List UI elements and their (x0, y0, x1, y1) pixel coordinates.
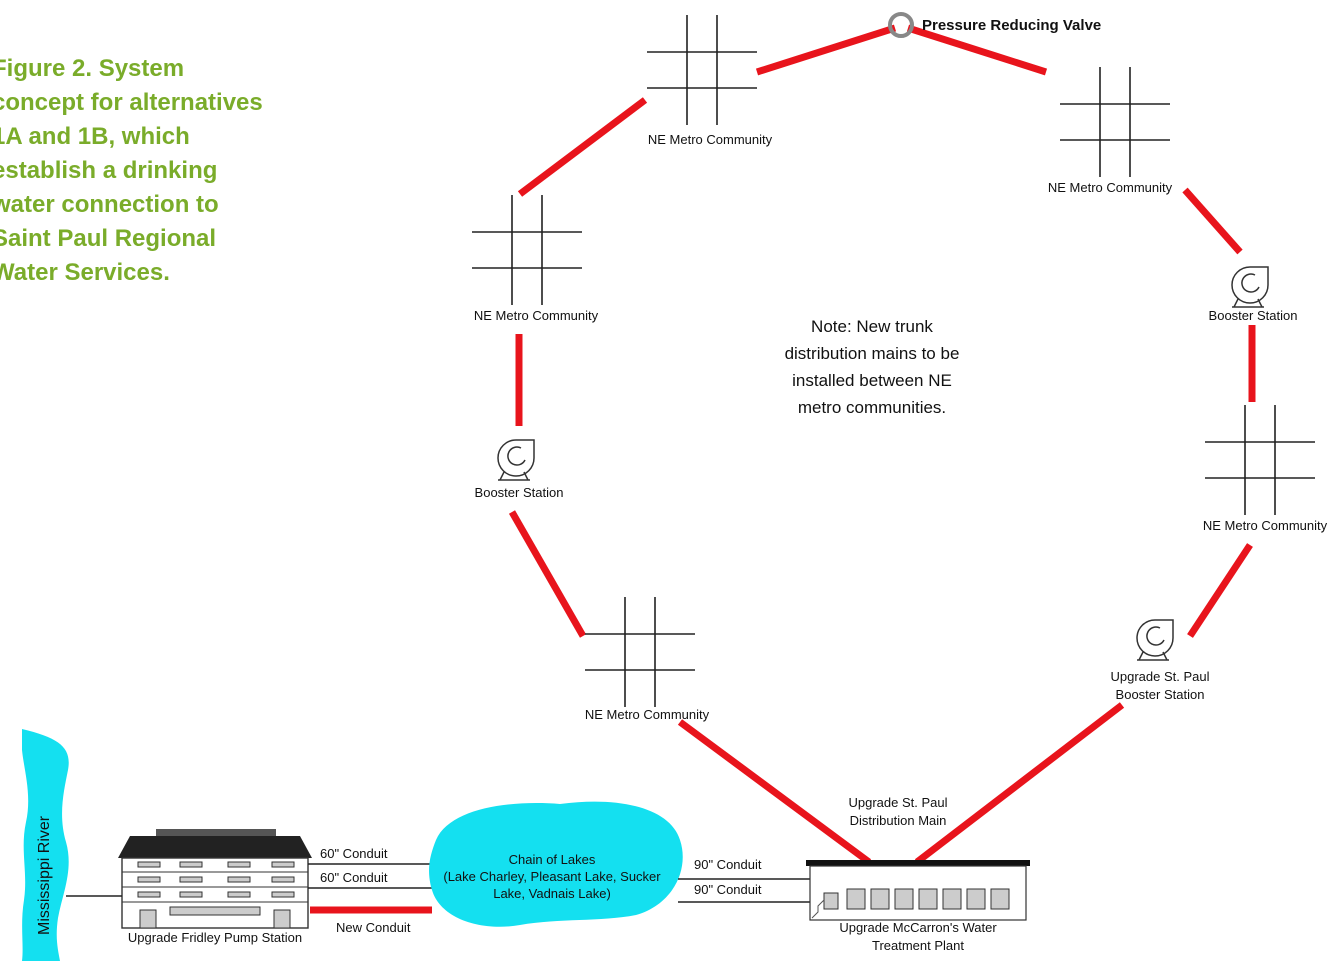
community-bottom: NE Metro Community (584, 596, 710, 722)
mississippi-river: Mississippi River (22, 729, 69, 961)
chain-of-lakes: Chain of Lakes (Lake Charley, Pleasant L… (429, 801, 683, 927)
conduit-label: 90" Conduit (694, 882, 762, 897)
grid-icon (584, 596, 696, 708)
fridley-pump-station: Upgrade Fridley Pump Station (118, 829, 312, 945)
main-segment (677, 719, 872, 865)
community-label: NE Metro Community (474, 308, 599, 323)
booster-station-left: Booster Station (475, 439, 564, 500)
pump-icon (497, 439, 535, 481)
community-top: NE Metro Community (646, 14, 773, 147)
community-label: NE Metro Community (585, 707, 710, 722)
grid-icon (646, 14, 758, 126)
note-line: installed between NE (792, 371, 952, 390)
pump-icon (1231, 266, 1269, 308)
building-icon (118, 829, 312, 929)
mccarron-plant: Upgrade McCarron's Water Treatment Plant (806, 860, 1030, 953)
upgrade-booster-station: Upgrade St. Paul Booster Station (1110, 619, 1210, 702)
distribution-main: Upgrade St. Paul Distribution Main (848, 795, 947, 828)
figure-caption: Figure 2. System concept for alternative… (0, 55, 263, 286)
main-segment (517, 97, 648, 197)
conduits-90: 90" Conduit 90" Conduit (678, 857, 810, 903)
booster-station-right: Booster Station (1209, 266, 1298, 323)
community-upper-right: NE Metro Community (1048, 66, 1173, 195)
main-segment (914, 702, 1125, 865)
prv-label: Pressure Reducing Valve (922, 17, 1101, 34)
main-segment (755, 24, 897, 76)
distribution-label-2: Distribution Main (850, 813, 947, 828)
note-line: distribution mains to be (785, 344, 960, 363)
conduit-label: 90" Conduit (694, 857, 762, 872)
community-label: NE Metro Community (1203, 518, 1328, 533)
community-left: NE Metro Community (471, 194, 599, 323)
main-segment (1182, 187, 1243, 255)
booster-label: Booster Station (475, 485, 564, 500)
note: Note: New trunk distribution mains to be… (785, 317, 960, 417)
note-line: metro communities. (798, 398, 946, 417)
conduit-label: 60" Conduit (320, 846, 388, 861)
lakes-label-3: Lake, Vadnais Lake) (493, 886, 611, 901)
plant-label-1: Upgrade McCarron's Water (839, 920, 997, 935)
note-line: Note: New trunk (811, 317, 933, 336)
main-segment (906, 24, 1048, 76)
new-conduit-label: New Conduit (336, 920, 411, 935)
grid-icon (1059, 66, 1171, 178)
plant-icon (806, 860, 1030, 921)
new-trunk-mains (310, 24, 1256, 914)
distribution-label-1: Upgrade St. Paul (848, 795, 947, 810)
fridley-label: Upgrade Fridley Pump Station (128, 930, 302, 945)
lakes-label-2: (Lake Charley, Pleasant Lake, Sucker (443, 869, 661, 884)
valve-icon (888, 12, 914, 38)
community-label: NE Metro Community (1048, 180, 1173, 195)
grid-icon (1204, 404, 1316, 516)
river-label: Mississippi River (36, 815, 53, 935)
conduits-60: 60" Conduit 60" Conduit New Conduit (308, 846, 440, 935)
community-right: NE Metro Community (1203, 404, 1328, 533)
booster-label: Booster Station (1209, 308, 1298, 323)
community-label: NE Metro Community (648, 132, 773, 147)
pump-icon (1136, 619, 1174, 661)
pressure-reducing-valve: Pressure Reducing Valve (888, 12, 1101, 38)
lakes-label-1: Chain of Lakes (509, 852, 596, 867)
main-segment (1187, 543, 1253, 638)
main-segment (508, 510, 587, 638)
upgrade-booster-label-2: Booster Station (1116, 687, 1205, 702)
plant-label-2: Treatment Plant (872, 938, 964, 953)
conduit-label: 60" Conduit (320, 870, 388, 885)
upgrade-booster-label-1: Upgrade St. Paul (1110, 669, 1209, 684)
grid-icon (471, 194, 583, 306)
